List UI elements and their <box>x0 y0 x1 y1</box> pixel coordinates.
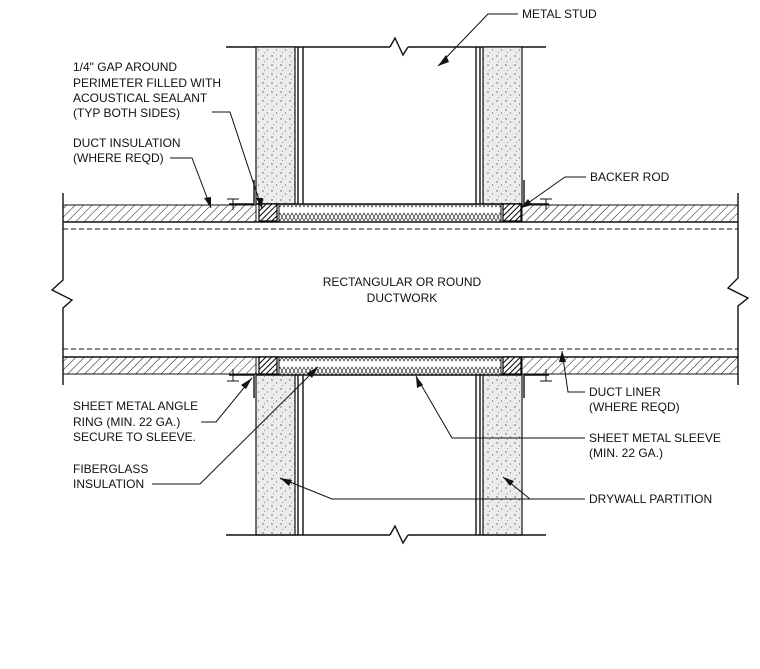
duct-insulation-top-left <box>62 204 257 223</box>
label-duct-insulation-line2: (WHERE REQD) <box>73 151 164 165</box>
label-gap-line1: 1/4" GAP AROUND <box>73 60 177 74</box>
label-angle-ring-line3: SECURE TO SLEEVE. <box>73 430 196 444</box>
label-drywall-partition: DRYWALL PARTITION <box>589 492 712 506</box>
label-gap-line4: (TYP BOTH SIDES) <box>73 106 180 120</box>
label-sleeve-line2: (MIN. 22 GA.) <box>589 446 663 460</box>
label-fiberglass-line2: INSULATION <box>73 477 144 491</box>
annotations: METAL STUD 1/4" GAP AROUND PERIMETER FIL… <box>73 7 721 506</box>
label-angle-ring-line2: RING (MIN. 22 GA.) <box>73 415 180 429</box>
sealant-blocks <box>258 203 522 375</box>
angle-rings <box>227 180 552 398</box>
backer-rod-top-right <box>502 203 522 222</box>
duct-insulation-top-right <box>521 204 739 223</box>
duct-insulation-bottom-left <box>62 356 257 375</box>
drywall-right-top <box>482 46 523 205</box>
backer-rod-bottom-right <box>502 356 522 375</box>
wall-top <box>226 36 546 205</box>
label-gap-line3: ACOUSTICAL SEALANT <box>73 91 208 105</box>
label-ductwork-line2: DUCTWORK <box>367 291 438 305</box>
label-fiberglass-line1: FIBERGLASS <box>73 462 148 476</box>
label-duct-liner-line2: (WHERE REQD) <box>589 400 680 414</box>
label-ductwork-line1: RECTANGULAR OR ROUND <box>323 275 482 289</box>
label-angle-ring-line1: SHEET METAL ANGLE <box>73 399 198 413</box>
label-sleeve-line1: SHEET METAL SLEEVE <box>589 431 721 445</box>
label-gap-line2: PERIMETER FILLED WITH <box>73 76 221 90</box>
duct-insulation-bottom-right <box>521 356 739 375</box>
leader-lines <box>152 13 586 500</box>
sealant-top-left <box>258 203 278 222</box>
label-metal-stud: METAL STUD <box>522 7 597 21</box>
drywall-right-bottom <box>482 373 523 536</box>
label-duct-insulation-line1: DUCT INSULATION <box>73 136 181 150</box>
label-backer-rod: BACKER ROD <box>590 170 670 184</box>
drywall-left-bottom <box>255 373 296 536</box>
fiberglass-insulation-top <box>278 203 502 223</box>
label-duct-liner-line1: DUCT LINER <box>589 385 661 399</box>
sealant-bottom-left <box>258 356 278 375</box>
ductwork <box>50 193 750 385</box>
drywall-left-top <box>255 46 296 205</box>
wall-bottom <box>226 373 546 545</box>
